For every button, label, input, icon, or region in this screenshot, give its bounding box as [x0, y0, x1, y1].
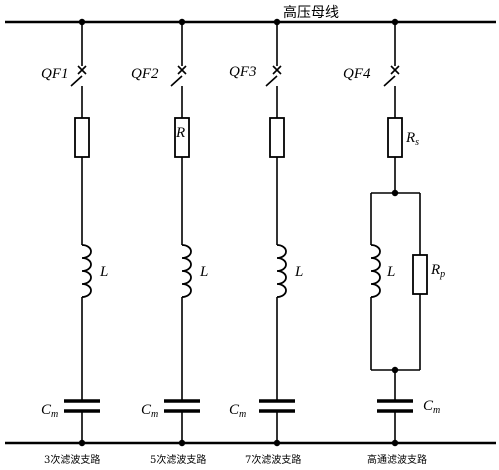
- series-resistor-label: Rs: [405, 130, 419, 148]
- inductor-label: L: [386, 264, 395, 280]
- branch-7th-harmonic: QF3 L Cm 7次滤波支路: [229, 18, 303, 466]
- parallel-resistor: [412, 254, 428, 295]
- branch-3rd-harmonic: QF1 L Cm 3次滤波支路: [41, 18, 108, 466]
- ground-node: [78, 439, 86, 447]
- inductor-label: L: [99, 264, 108, 280]
- inductor-coil: [276, 244, 287, 298]
- inductor-label: L: [294, 264, 303, 280]
- capacitor-label: Cm: [141, 402, 158, 420]
- inductor-label: L: [199, 264, 208, 280]
- resistor-label: R: [175, 125, 185, 141]
- breaker-switch-blade: [265, 75, 278, 87]
- breaker-x-mark: [390, 65, 400, 75]
- resistor: [74, 117, 90, 158]
- parallel-resistor-label: Rp: [430, 262, 445, 280]
- capacitor-label: Cm: [229, 402, 246, 420]
- inductor-coil: [370, 244, 381, 298]
- ground-node: [391, 439, 399, 447]
- breaker-x-mark: [272, 65, 282, 75]
- ground-node: [178, 439, 186, 447]
- breaker-x-mark: [77, 65, 87, 75]
- breaker-label: QF3: [229, 64, 257, 80]
- breaker-label: QF4: [343, 66, 371, 82]
- resistor: [269, 117, 285, 158]
- series-resistor: [387, 117, 403, 158]
- inductor-coil: [181, 244, 192, 298]
- capacitor-label: Cm: [423, 398, 440, 416]
- branch-name: 5次滤波支路: [150, 453, 206, 466]
- breaker-switch-blade: [383, 75, 396, 87]
- breaker-switch-blade: [70, 75, 83, 87]
- breaker-label: QF1: [41, 66, 69, 82]
- ground-node: [273, 439, 281, 447]
- bus-label: 高压母线: [283, 4, 339, 21]
- branch-high-pass: QF4 Rs L Rp Cm 高通滤波支路: [343, 18, 445, 466]
- breaker-x-mark: [177, 65, 187, 75]
- branch-name: 高通滤波支路: [367, 453, 427, 466]
- breaker-switch-blade: [170, 75, 183, 87]
- capacitor-label: Cm: [41, 402, 58, 420]
- branch-name: 7次滤波支路: [245, 453, 301, 466]
- inductor-coil: [81, 244, 92, 298]
- branch-5th-harmonic: QF2 R L Cm 5次滤波支路: [131, 18, 208, 466]
- breaker-label: QF2: [131, 66, 159, 82]
- branch-name: 3次滤波支路: [44, 453, 100, 466]
